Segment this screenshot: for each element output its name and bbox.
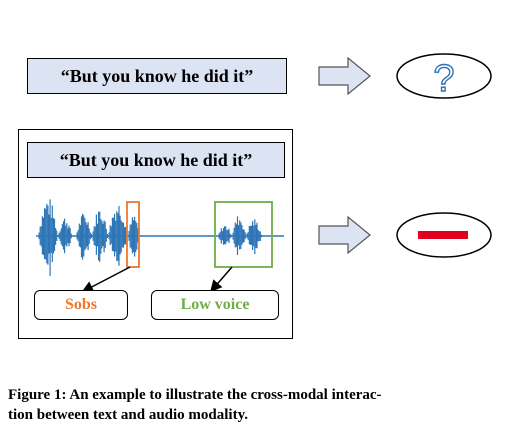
- result-ellipse-top: [396, 53, 492, 99]
- caption-line-1: Figure 1: An example to illustrate the c…: [8, 387, 382, 403]
- low-voice-label: Low voice: [180, 296, 250, 313]
- figure-caption: Figure 1: An example to illustrate the c…: [8, 385, 524, 425]
- arrow-right-icon-top: [318, 56, 371, 96]
- sobs-connector: [81, 266, 131, 293]
- text-input-box-bottom: “But you know he did it”: [27, 142, 285, 178]
- low-voice-connector: [210, 266, 233, 293]
- negative-dash-icon: [418, 231, 468, 239]
- sobs-label: Sobs: [64, 296, 98, 313]
- sobs-highlight: [126, 201, 140, 268]
- quote-text-bottom: “But you know he did it”: [59, 149, 253, 170]
- svg-text:?: ?: [433, 58, 454, 100]
- quote-text-top: “But you know he did it”: [60, 65, 254, 86]
- caption-line-2: tion between text and audio modality.: [8, 407, 249, 423]
- multimodal-input-frame: [18, 129, 293, 339]
- question-mark-icon: ?: [433, 57, 456, 100]
- arrow-right-icon-bottom: [318, 215, 371, 255]
- audio-waveform: [36, 199, 284, 276]
- low-voice-label-box: Low voice: [151, 290, 279, 320]
- low-voice-highlight: [214, 201, 273, 268]
- sobs-label-box: Sobs: [34, 290, 128, 320]
- text-input-box-top: “But you know he did it”: [27, 58, 287, 94]
